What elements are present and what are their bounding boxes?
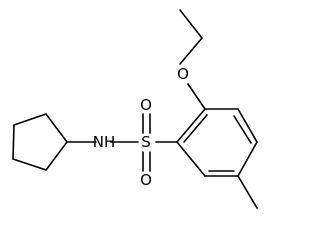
- bond-ch2-ch3: [179, 9, 203, 39]
- bond-ring5-5: [45, 141, 68, 171]
- ethoxy-group: [179, 9, 206, 110]
- bond-ar-double-2: [233, 115, 252, 144]
- sulfonyl-double-bonds: [142, 113, 151, 172]
- nitrogen-label: NH: [93, 133, 116, 151]
- bond-ring5-1: [45, 113, 68, 143]
- sulfonyl-oxygen-top: O: [140, 96, 152, 114]
- bond-ar-o: [187, 83, 206, 110]
- bond-ar-4: [237, 141, 258, 177]
- cyclopentyl-ring: [12, 113, 68, 171]
- bond-ar-double-1: [183, 114, 208, 143]
- ether-oxygen-label: O: [177, 65, 189, 83]
- bond-methyl: [237, 175, 258, 209]
- structure-diagram: NH S O O O: [12, 9, 258, 209]
- bond-ar-6: [176, 141, 206, 177]
- sulfonyl-oxygen-bottom: O: [140, 171, 152, 189]
- molecule-drawing: NH S O O O: [12, 9, 258, 209]
- bond-ring5-3: [12, 124, 15, 160]
- bond-ring5-4: [12, 158, 47, 171]
- sulfur-label: S: [141, 133, 151, 151]
- bond-ring5-2: [13, 113, 47, 126]
- bond-o-ch2: [179, 37, 203, 65]
- bond-ar-1: [176, 108, 206, 143]
- bond-ar-3: [237, 108, 258, 143]
- benzene-ring: [176, 108, 258, 177]
